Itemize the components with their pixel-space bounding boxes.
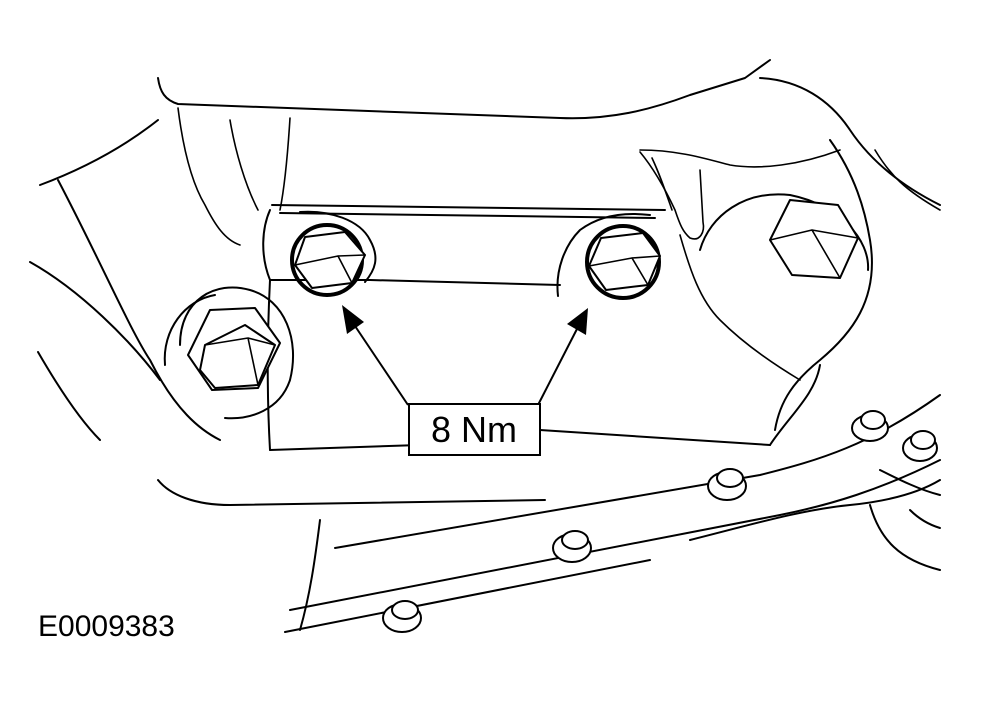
oil-pan (284, 394, 941, 633)
pan-bolt-2 (552, 530, 592, 563)
pan-bolt-4 (851, 410, 889, 442)
engine-housing (29, 59, 941, 506)
torque-bolt-left (290, 223, 366, 297)
hex-bolt-lower-left (187, 307, 281, 391)
pan-bolt-3 (707, 468, 747, 501)
figure-id: E0009383 (38, 610, 175, 643)
torque-callout: 8 Nm (408, 403, 541, 456)
pan-bolt-1 (382, 600, 422, 633)
hex-bolt-upper-right (769, 199, 859, 279)
arrowhead-left (342, 305, 364, 334)
torque-label: 8 Nm (431, 409, 517, 450)
pan-flange-bolts (382, 410, 938, 633)
torque-bolt-right (585, 224, 661, 300)
callout-leaders (342, 305, 588, 406)
arrowhead-right (567, 308, 588, 335)
pan-bolt-5 (902, 430, 938, 462)
